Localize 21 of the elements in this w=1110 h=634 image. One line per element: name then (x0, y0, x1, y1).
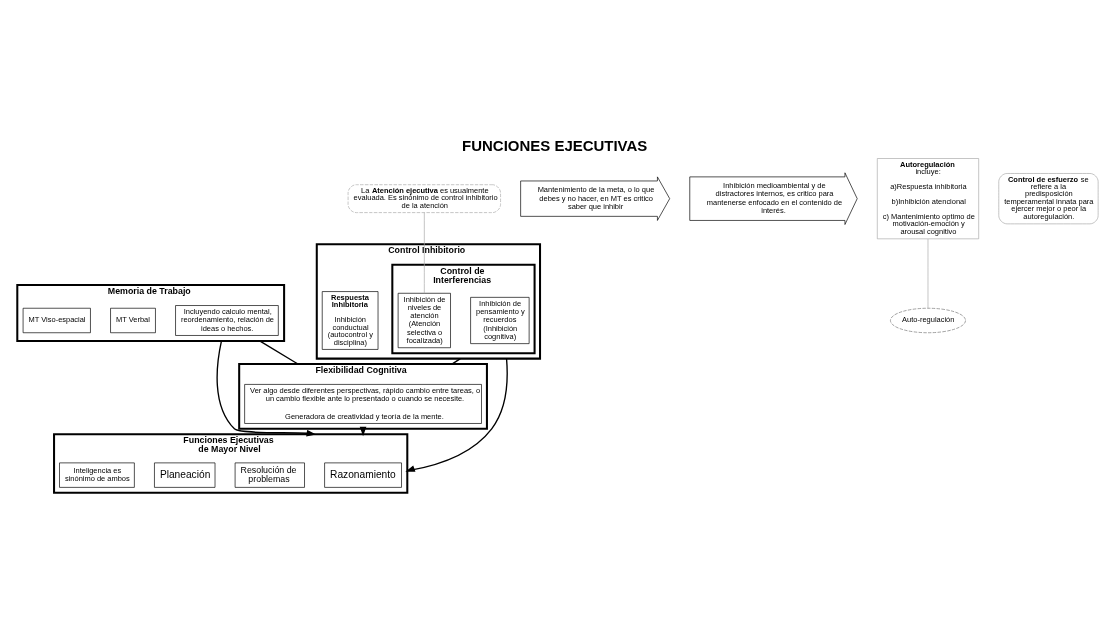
node-ellipse: Auto-regulación (890, 307, 966, 333)
node-box: Planeación (154, 462, 216, 488)
arrow (405, 357, 508, 472)
connector (424, 211, 425, 294)
node-box: Control de esfuerzo se refiere a la predisposición temperamental innata para ejercer mejor o peor la autoregulación. (998, 172, 1099, 224)
connector (451, 357, 462, 365)
diagram-title: FUNCIONES EJECUTIVAS (462, 136, 648, 154)
node-box: Autoregulación incluye: a)Respuesta inhibitoria b)Inhibición atencional c) Mantenimiento optimo de motivación-emoción y arousal cognitivo (876, 157, 980, 239)
node-box: Ver algo desde diferentes perspectivas, rápido cambio entre tareas, o un cambio flexible ante lo presentado o cuando se necesite. Generadora de creatividad y teoría de la mente. (244, 383, 482, 424)
arrow (216, 339, 317, 436)
node-box: Incluyendo calculo mental, reordenamiento, relación de ideas o hechos. (175, 304, 279, 336)
connector (259, 339, 299, 365)
node-box: Respuesta Inhibitoria Inhibición conductual (autocontrol y disciplina) (321, 290, 379, 350)
node-box: Razonamiento (324, 462, 402, 488)
node-box: Inhibición de niveles de atención (Atención selectiva o focalizada) (397, 292, 451, 348)
node-box: MT Viso-espacial (22, 307, 91, 333)
node-box: Resolución de problemas (234, 462, 305, 488)
node-box: MT Verbal (110, 307, 156, 333)
node-box: Inteligencia es sinónimo de ambos (59, 462, 135, 488)
node-box: Inhibición de pensamiento y recuerdos (Inhibición cognitiva) (470, 296, 530, 344)
node-box: La Atención ejecutiva es usualmente evaluada. Es sinónimo de control inhibitorio de la atención (347, 183, 501, 213)
